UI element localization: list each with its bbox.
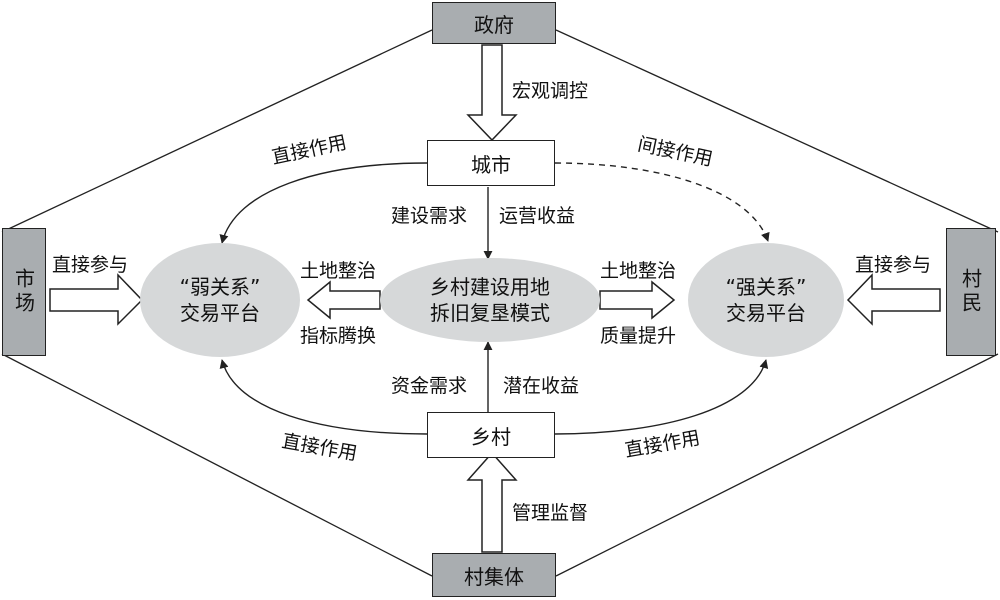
weak-platform-line2: 交易平台 (180, 301, 260, 325)
strong-platform-line1: “强关系” (725, 275, 807, 299)
outer-line-gov-market (1, 29, 433, 233)
direct-participation-right-label: 直接参与 (855, 254, 932, 276)
government-label: 政府 (474, 12, 514, 37)
construction-demand-label: 建设需求 (391, 205, 468, 227)
direct-participation-left-label: 直接参与 (52, 254, 129, 276)
village-strong-curve (554, 359, 769, 435)
management-supervision-arrow (466, 451, 518, 553)
collective-label: 村集体 (464, 564, 524, 589)
indicator-exchange-arrow (306, 280, 381, 320)
city-strong-curve-dashed (554, 162, 770, 242)
government-box: 政府 (432, 2, 556, 44)
villagers-box: 村民 (946, 228, 996, 356)
village-weak-curve (219, 359, 428, 435)
weak-relation-platform: “弱关系” 交易平台 (140, 243, 300, 357)
indicator-exchange-label: 指标腾换 (300, 325, 377, 347)
capital-demand-label: 资金需求 (391, 375, 468, 397)
quality-improvement-label: 质量提升 (600, 325, 677, 347)
village-label: 乡村 (471, 424, 511, 449)
city-weak-curve (219, 162, 428, 244)
market-label: 市场 (11, 268, 36, 316)
strong-platform-line2: 交易平台 (726, 301, 806, 325)
center-model: 乡村建设用地 拆旧复垦模式 (380, 258, 600, 342)
macro-control-label: 宏观调控 (512, 80, 589, 102)
center-model-line1: 乡村建设用地 (430, 275, 550, 299)
collective-box: 村集体 (432, 553, 556, 597)
land-consolidation-left-label: 土地整治 (300, 260, 377, 282)
management-supervision-label: 管理监督 (512, 502, 589, 524)
village-box: 乡村 (427, 412, 555, 458)
outer-line-market-collective (1, 353, 433, 577)
quality-improvement-arrow (599, 280, 676, 320)
villagers-label: 村民 (958, 268, 983, 316)
center-model-line2: 拆旧复垦模式 (430, 301, 550, 325)
operating-income-label: 运营收益 (499, 205, 576, 227)
city-label: 城市 (471, 152, 511, 177)
potential-income-label: 潜在收益 (503, 375, 580, 397)
land-consolidation-right-label: 土地整治 (600, 260, 677, 282)
outer-line-villagers-collective (555, 353, 999, 577)
outer-line-gov-villagers (555, 29, 999, 233)
weak-platform-line1: “弱关系” (179, 275, 261, 299)
market-box: 市场 (2, 228, 46, 356)
macro-control-arrow (466, 44, 518, 142)
strong-relation-platform: “强关系” 交易平台 (688, 243, 844, 357)
city-box: 城市 (427, 140, 555, 186)
villagers-participation-arrow (846, 273, 941, 326)
market-participation-arrow (49, 273, 144, 326)
